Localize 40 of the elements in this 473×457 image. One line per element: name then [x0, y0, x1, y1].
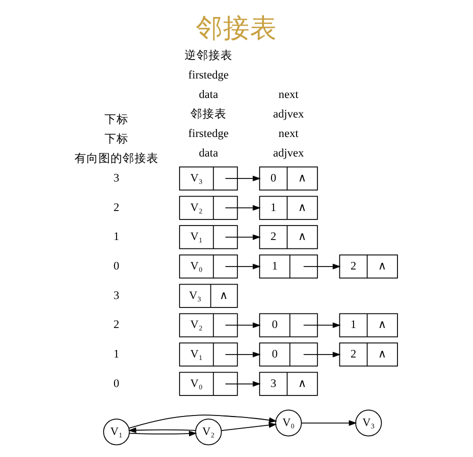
arrow [224, 205, 261, 211]
node-circle: V₁ [103, 418, 130, 446]
arrow [224, 264, 261, 270]
node-circle: V₂ [195, 418, 222, 446]
arrow [221, 422, 277, 431]
arrow [128, 414, 278, 429]
label: 0 [114, 378, 120, 390]
arrow [129, 430, 197, 436]
node-circle: V₀ [275, 410, 302, 436]
label: 1 [114, 348, 120, 361]
label: firstedge [188, 128, 229, 140]
label: data [198, 88, 218, 101]
label: data [198, 148, 218, 160]
label: 3 [114, 172, 120, 185]
label: 0 [114, 260, 120, 273]
arrow [224, 176, 261, 182]
arrow [224, 352, 261, 358]
arrow [303, 352, 341, 358]
diagram-title: 邻接表 [196, 13, 277, 44]
label: 1 [114, 231, 120, 244]
arrow [303, 322, 341, 328]
label: adjvex [273, 108, 304, 120]
arrow [224, 322, 261, 328]
label: 邻接表 [190, 108, 226, 120]
label: 逆邻接表 [184, 50, 232, 62]
label: 2 [114, 202, 120, 214]
label: 2 [114, 319, 120, 332]
arrow [301, 420, 357, 426]
label: 有向图的邻接表 [74, 152, 158, 165]
arrow [303, 264, 341, 270]
arrow [224, 234, 261, 240]
arrow [224, 381, 261, 387]
arrow [128, 427, 196, 434]
label: 下标 [104, 133, 128, 146]
label: 3 [114, 290, 120, 302]
node-circle: V₃ [355, 410, 382, 436]
label: next [278, 128, 298, 140]
label: next [278, 88, 298, 101]
label: 下标 [104, 114, 128, 126]
label: firstedge [188, 69, 229, 82]
